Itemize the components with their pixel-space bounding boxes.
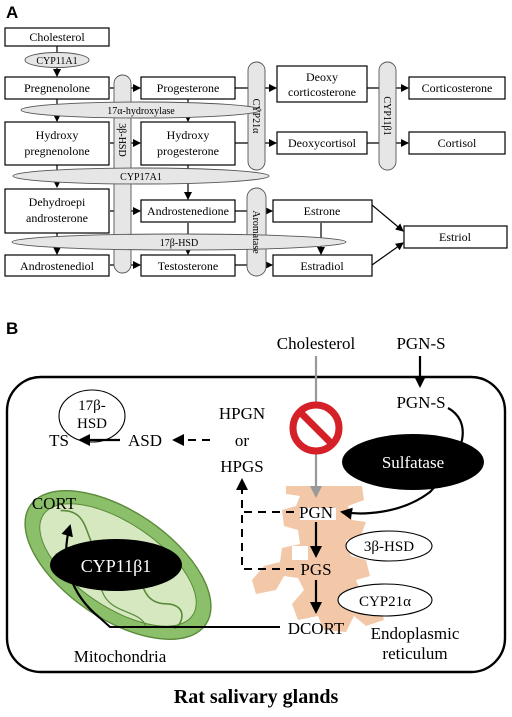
box-dhea-line2: androsterone [26, 211, 88, 225]
box-pregnenolone: Pregnenolone [24, 81, 90, 95]
panel-a-boxes [4, 27, 508, 277]
pgs-label: PGS [300, 560, 331, 579]
ts-label: TS [49, 431, 69, 450]
cyp21a-oval [337, 583, 433, 617]
box-hydroxy-pregnenolone-line1: Hydroxy [36, 128, 79, 142]
box-progesterone: Progesterone [157, 81, 220, 95]
box-deoxycortisol: Deoxycortisol [288, 136, 357, 150]
cholesterol-label: Cholesterol [277, 334, 356, 353]
panel-a-horizontal-enzymes [11, 52, 347, 251]
panel-b: B CYP11β1 Sulfatase 17β- HSD 3β-HSD CYP2… [5, 319, 507, 708]
17b-hsd-oval [58, 389, 126, 443]
box-dhea-line1: Dehydroepi [29, 195, 86, 209]
mitochondria-label: Mitochondria [74, 647, 167, 666]
label-aromatase: Aromatase [250, 210, 261, 254]
dcort-label: DCORT [288, 619, 345, 638]
enzyme-oval-17a-hydroxylase [20, 101, 262, 119]
enzyme-oval-17b-hsd [11, 233, 347, 251]
enzyme-oval-cyp11a1 [24, 52, 90, 68]
figure-caption: Rat salivary glands [174, 686, 339, 708]
label-cyp11b1: CYP11β1 [381, 96, 392, 135]
hpgn-label: HPGN [219, 404, 265, 423]
box-hydroxy-progesterone-line2: progesterone [157, 144, 219, 158]
panel-a-box-labels: Cholesterol Pregnenolone Progesterone De… [20, 30, 492, 273]
er-label-line2: reticulum [382, 644, 447, 663]
pgn-s-outside-label: PGN-S [396, 334, 445, 353]
er-label-line1: Endoplasmic [371, 624, 460, 643]
box-hydroxy-progesterone-line1: Hydroxy [167, 128, 210, 142]
panel-b-labels: Cholesterol PGN-S PGN-S HPGN or HPGS TS … [32, 334, 460, 666]
17b-hsd-label-line2: HSD [77, 416, 107, 432]
pgn-s-inside-label: PGN-S [396, 393, 445, 412]
panel-a: A [4, 3, 508, 277]
enzyme-bar-aromatase [246, 187, 267, 277]
panel-b-arrows [61, 356, 464, 628]
enzyme-oval-cyp17a1 [12, 167, 270, 185]
cell-outline [5, 375, 507, 674]
enzyme-bar-cyp11b1 [378, 61, 397, 171]
enzyme-bar-cyp21a [247, 61, 266, 171]
no-entry-icon [289, 401, 343, 455]
pgn-label: PGN [299, 503, 333, 522]
panel-a-letter: A [6, 3, 18, 22]
sulfatase-oval [342, 434, 484, 490]
box-deoxycorticosterone-line2: corticosterone [288, 85, 356, 99]
label-17b-hsd: 17β-HSD [160, 238, 198, 249]
box-cholesterol: Cholesterol [29, 30, 85, 44]
label-17a-hydroxylase: 17α-hydroxylase [107, 106, 175, 117]
or-label: or [235, 431, 250, 450]
sulfatase-label: Sulfatase [382, 453, 444, 472]
cort-label: CORT [32, 494, 77, 513]
box-cortisol: Cortisol [438, 136, 477, 150]
cyp21a-label: CYP21α [359, 594, 411, 610]
3b-hsd-oval [345, 530, 433, 562]
label-cyp17a1: CYP17A1 [120, 172, 162, 183]
box-estrone: Estrone [304, 204, 341, 218]
label-cyp21a: CYP21α [250, 99, 261, 134]
box-hydroxy-pregnenolone-line2: pregnenolone [24, 144, 89, 158]
box-androstenedione: Androstenedione [147, 204, 229, 218]
3b-hsd-label: 3β-HSD [364, 539, 414, 555]
label-3b-hsd: 3β-HSD [116, 123, 127, 156]
label-cyp11a1: CYP11A1 [36, 56, 77, 67]
box-corticosterone: Corticosterone [422, 81, 493, 95]
er-gaps [292, 508, 336, 560]
box-androstenediol: Androstenediol [20, 259, 95, 273]
cyp11b1-oval [50, 539, 182, 591]
17b-hsd-label-line1: 17β- [78, 398, 106, 414]
box-testosterone: Testosterone [158, 259, 218, 273]
box-estradiol: Estradiol [300, 259, 344, 273]
box-estriol: Estriol [439, 230, 472, 244]
panel-a-enzyme-labels: CYP11A1 17α-hydroxylase CYP17A1 17β-HSD … [36, 56, 392, 254]
panel-b-letter: B [6, 319, 18, 338]
box-deoxycorticosterone-line1: Deoxy [306, 70, 338, 84]
hpgs-label: HPGS [220, 457, 263, 476]
cyp11b1-label: CYP11β1 [81, 556, 152, 576]
asd-label: ASD [128, 431, 162, 450]
